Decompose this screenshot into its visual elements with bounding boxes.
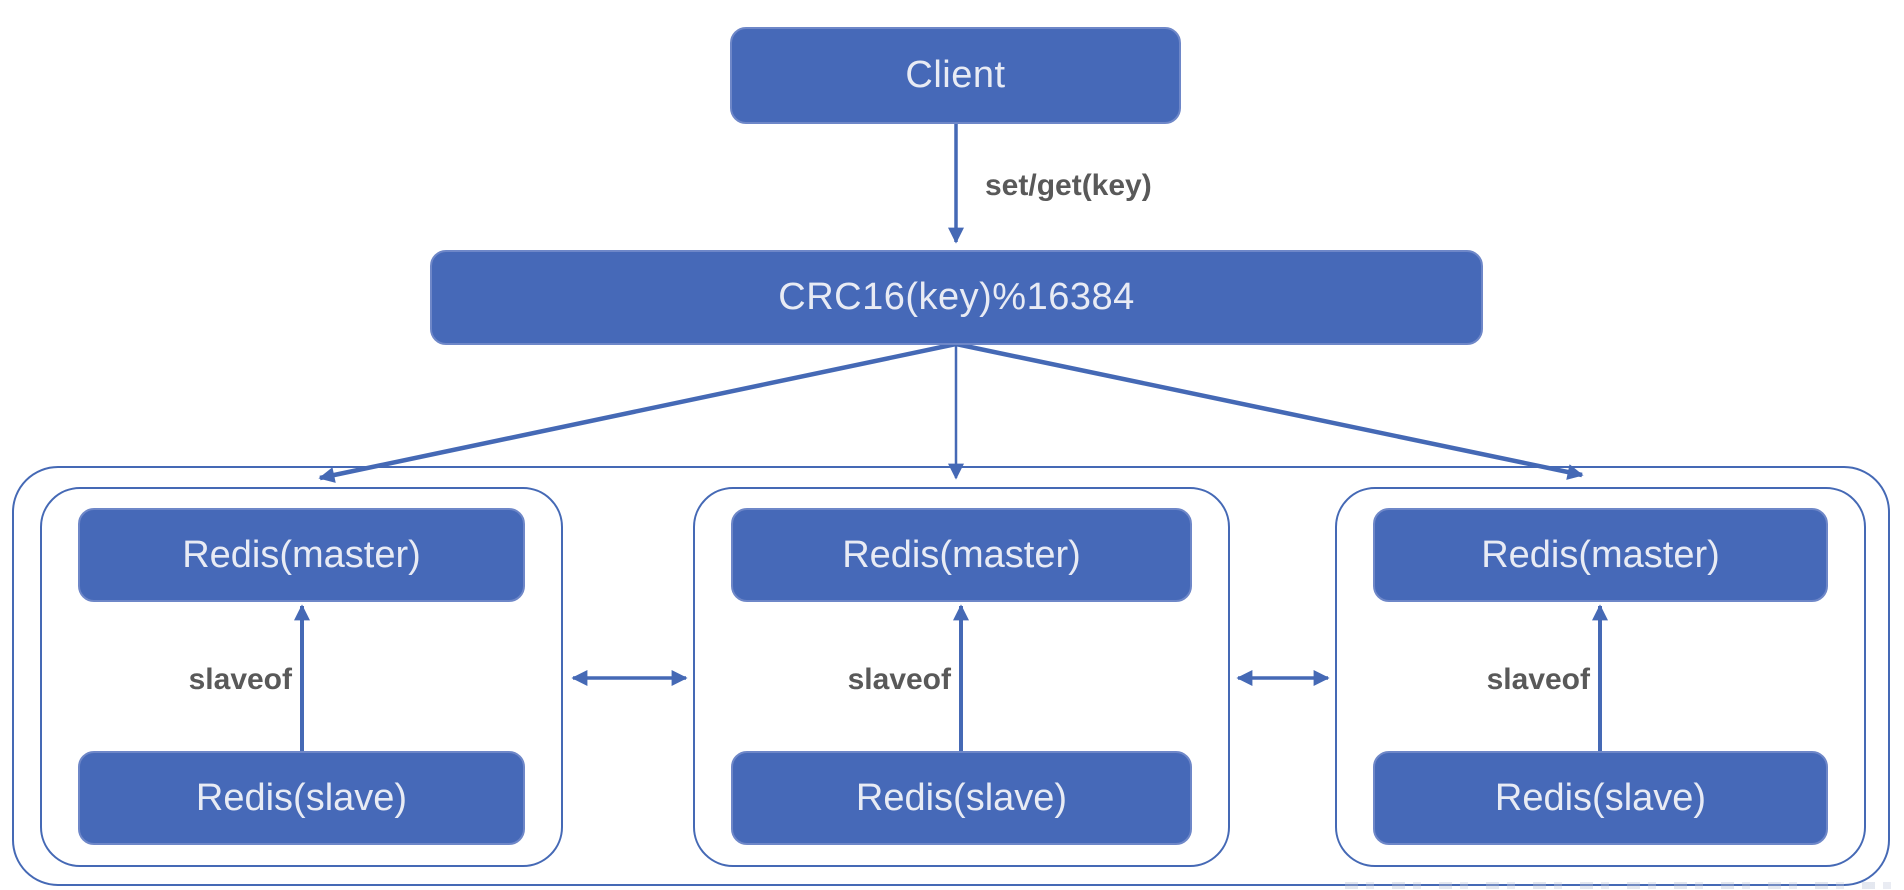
cluster-1-slave-node: Redis(slave) (78, 751, 525, 845)
arrow-hash-to-cluster-1 (318, 341, 957, 483)
set-get-edge-label: set/get(key) (985, 169, 1152, 202)
hash-slot-node: CRC16(key)%16384 (430, 250, 1483, 345)
cluster-2: Redis(master) Redis(slave) (693, 487, 1230, 867)
cluster-3-slave-node: Redis(slave) (1373, 751, 1828, 845)
watermark (1345, 882, 1900, 889)
slaveof-label-3: slaveof (1486, 663, 1590, 696)
client-node: Client (730, 27, 1181, 124)
arrow-hash-to-cluster-3 (955, 341, 1584, 480)
cluster-3-master-node: Redis(master) (1373, 508, 1828, 602)
cluster-1-master-label: Redis(master) (182, 533, 421, 576)
cluster-1-master-node: Redis(master) (78, 508, 525, 602)
cluster-1-slave-label: Redis(slave) (195, 776, 408, 819)
cluster-2-slave-node: Redis(slave) (731, 751, 1192, 845)
cluster-2-master-node: Redis(master) (731, 508, 1192, 602)
cluster-group-border (12, 466, 1890, 886)
cluster-3: Redis(master) Redis(slave) (1335, 487, 1866, 867)
slaveof-label-1: slaveof (188, 663, 292, 696)
cluster-1: Redis(master) Redis(slave) (40, 487, 563, 867)
client-node-label: Client (905, 54, 1006, 96)
cluster-2-master-label: Redis(master) (842, 533, 1081, 576)
cluster-3-master-label: Redis(master) (1481, 533, 1720, 576)
slaveof-label-2: slaveof (847, 663, 951, 696)
cluster-3-slave-label: Redis(slave) (1494, 776, 1707, 819)
cluster-2-slave-label: Redis(slave) (855, 776, 1068, 819)
hash-slot-node-label: CRC16(key)%16384 (778, 276, 1135, 318)
